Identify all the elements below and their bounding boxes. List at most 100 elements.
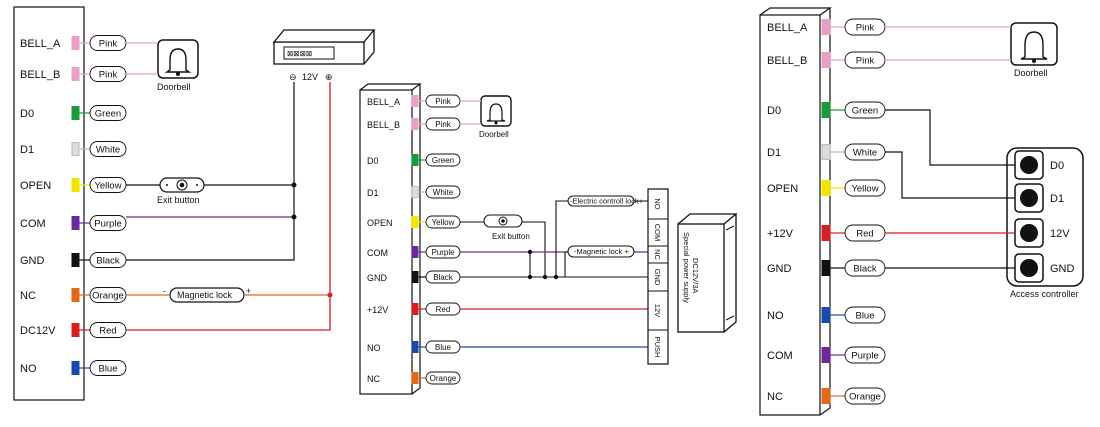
panel2-terminal-block [359, 89, 413, 395]
panel2-connector [411, 154, 419, 166]
panel3-wire-d0 [885, 109, 1015, 166]
panel2-power-supply-icon [677, 213, 738, 333]
panel1-wire-label-pink: Pink [99, 39, 118, 50]
panel1-wire-tag [89, 141, 127, 157]
panel2-pin-nc: NC [367, 374, 380, 384]
panel3-pin-nc: NC [767, 391, 783, 403]
panel2-electric-lock-label: -Electric controll lock+ [570, 197, 644, 206]
panel2-wire-label-green: Green [432, 156, 454, 165]
panel2-pin-open: OPEN [367, 218, 393, 228]
panel3-wire-tag [844, 387, 886, 405]
panel2-wire-label-pink: Pink [435, 120, 452, 129]
panel2-exit-button-label: Exit button [492, 232, 530, 241]
panel2-psu-terminal-gnd: GND [653, 269, 662, 286]
panel3-connector [821, 52, 831, 68]
panel1-pin-open: OPEN [20, 180, 51, 192]
panel1-wire-label-black: Black [96, 256, 119, 267]
panel1-connector [71, 361, 80, 375]
panel2-psu-text-2: Special power supply [682, 232, 691, 303]
panel3-wire-label-red: Red [856, 229, 873, 240]
panel1-wire-label-orange: Orange [92, 291, 124, 302]
panel1-connector [71, 67, 80, 81]
panel1-wire-label-red: Red [99, 326, 116, 337]
panel1-power-supply-icon: ⊠⊠⊠⊠ [272, 29, 376, 65]
panel3-doorbell-icon [1010, 22, 1058, 66]
panel3-pin-gnd: GND [767, 263, 792, 275]
panel3-terminal-screw-icon [1020, 259, 1038, 277]
panel1-connector [71, 106, 80, 120]
panel3-connector [821, 260, 831, 276]
panel2-wire-tag [425, 371, 461, 385]
panel1-lock-minus: - [163, 286, 166, 296]
panel2-wire-tag [425, 185, 461, 199]
panel3-connector [821, 307, 831, 323]
panel3-pin-open: OPEN [767, 183, 798, 195]
panel2-pin-com: COM [367, 248, 388, 258]
panel1-pin-gnd: GND [20, 255, 45, 267]
panel2-psu-text-1: DC12V/3A [691, 258, 700, 293]
panel3-wire-label-black: Black [853, 264, 876, 275]
panel1-pin-nc: NC [20, 290, 36, 302]
panel1-wire-label-purple: Purple [94, 219, 121, 230]
panel2-connector [411, 95, 419, 107]
panel3-terminal-block [759, 14, 821, 416]
panel1-connector [71, 36, 80, 50]
panel2-wire-label-white: White [433, 188, 454, 197]
panel3-wire-tag [844, 306, 886, 324]
panel1-lock-plus: + [246, 286, 251, 296]
panel3-terminal-screw-icon [1020, 189, 1038, 207]
panel2-wire-magnetic-lock [564, 251, 568, 277]
panel3-access-controller-icon [1006, 147, 1084, 287]
panel3-controller-label-d0: D0 [1050, 160, 1064, 172]
panel2-psu-terminal-no: NO [653, 198, 662, 209]
panel2-exit-button-icon [483, 214, 523, 228]
panel2-wire-label-yellow: Yellow [432, 218, 455, 227]
panel2-wire-label-purple: Purple [431, 248, 455, 257]
panel3-terminal-screw-icon [1020, 224, 1038, 242]
panel1-doorbell-icon [157, 39, 199, 79]
panel2-doorbell-icon [480, 95, 512, 127]
panel2-block-edge [359, 83, 422, 395]
panel1-wire-label-pink: Pink [99, 70, 118, 81]
panel2-connector [411, 186, 419, 198]
panel1-pin-d1: D1 [20, 144, 34, 156]
panel3-pin-d1: D1 [767, 147, 781, 159]
panel2-wire-label-blue: Blue [435, 343, 452, 352]
panel1-pin-bella: BELL_A [20, 38, 61, 50]
panel3-wire-label-pink: Pink [856, 56, 875, 67]
panel3-wire-label-pink: Pink [856, 23, 875, 34]
panel3-controller-label-12v: 12V [1050, 228, 1070, 240]
panel1-wire-tag [89, 215, 127, 231]
panel3-connector [821, 225, 831, 241]
panel1-pin-no: NO [20, 363, 37, 375]
panel3-wire-label-orange: Orange [849, 392, 881, 403]
panel2-pin-no: NO [367, 343, 381, 353]
svg-text:⊠⊠⊠⊠: ⊠⊠⊠⊠ [287, 49, 312, 58]
panel2-wire-label-pink: Pink [435, 97, 452, 106]
panel3-wire-label-purple: Purple [851, 351, 878, 362]
panel2-connector [411, 246, 419, 258]
panel3-pin-bellb: BELL_B [767, 55, 807, 67]
panel1-psu-plus-icon: ⊕ [325, 72, 333, 82]
panel2-psu-terminal-com: COM [653, 224, 662, 242]
panel2-connector [411, 216, 419, 228]
panel2-junction [527, 274, 533, 280]
panel1-psu-minus-icon: ⊖ [289, 72, 297, 82]
panel3-connector [821, 180, 831, 196]
panel2-junction [542, 274, 548, 280]
panel3-connector [821, 144, 831, 160]
panel3-wire-d1 [885, 151, 1015, 199]
panel2-electric-lock-icon [567, 195, 635, 207]
panel3-connector [821, 388, 831, 404]
panel2-psu-terminal-push: PUSH [653, 337, 662, 358]
panel1-magnetic-lock-label: Magnetic lock [177, 290, 233, 300]
panel2-connector [411, 271, 419, 283]
panel3-connector [821, 19, 831, 35]
panel3-block-edge [759, 7, 832, 416]
panel3-wire-tag [844, 179, 886, 197]
panel1-connector [71, 323, 80, 337]
